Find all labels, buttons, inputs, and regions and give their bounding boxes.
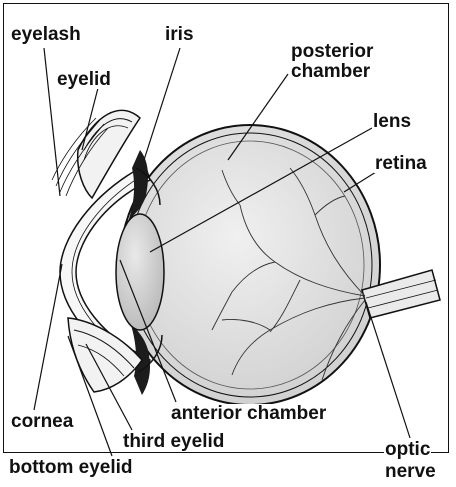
- cornea-leader: [34, 264, 62, 410]
- optic-nerve-leader: [366, 302, 410, 438]
- label-lens: lens: [372, 112, 412, 131]
- label-posterior-chamber-line1: posterior: [290, 42, 374, 61]
- label-optic-nerve-line2: nerve: [384, 462, 437, 481]
- label-bottom-eyelid: bottom eyelid: [8, 458, 134, 477]
- label-third-eyelid: third eyelid: [122, 432, 225, 451]
- label-iris: iris: [164, 25, 195, 44]
- label-anterior-chamber: anterior chamber: [170, 404, 327, 423]
- lens-shape: [116, 214, 164, 330]
- label-cornea: cornea: [10, 412, 74, 431]
- iris-leader: [144, 48, 180, 160]
- label-retina: retina: [374, 154, 428, 173]
- label-eyelash: eyelash: [10, 25, 82, 44]
- label-eyelid: eyelid: [56, 70, 112, 89]
- label-posterior-chamber-line2: chamber: [290, 62, 371, 81]
- label-optic-nerve-line1: optic: [384, 440, 431, 459]
